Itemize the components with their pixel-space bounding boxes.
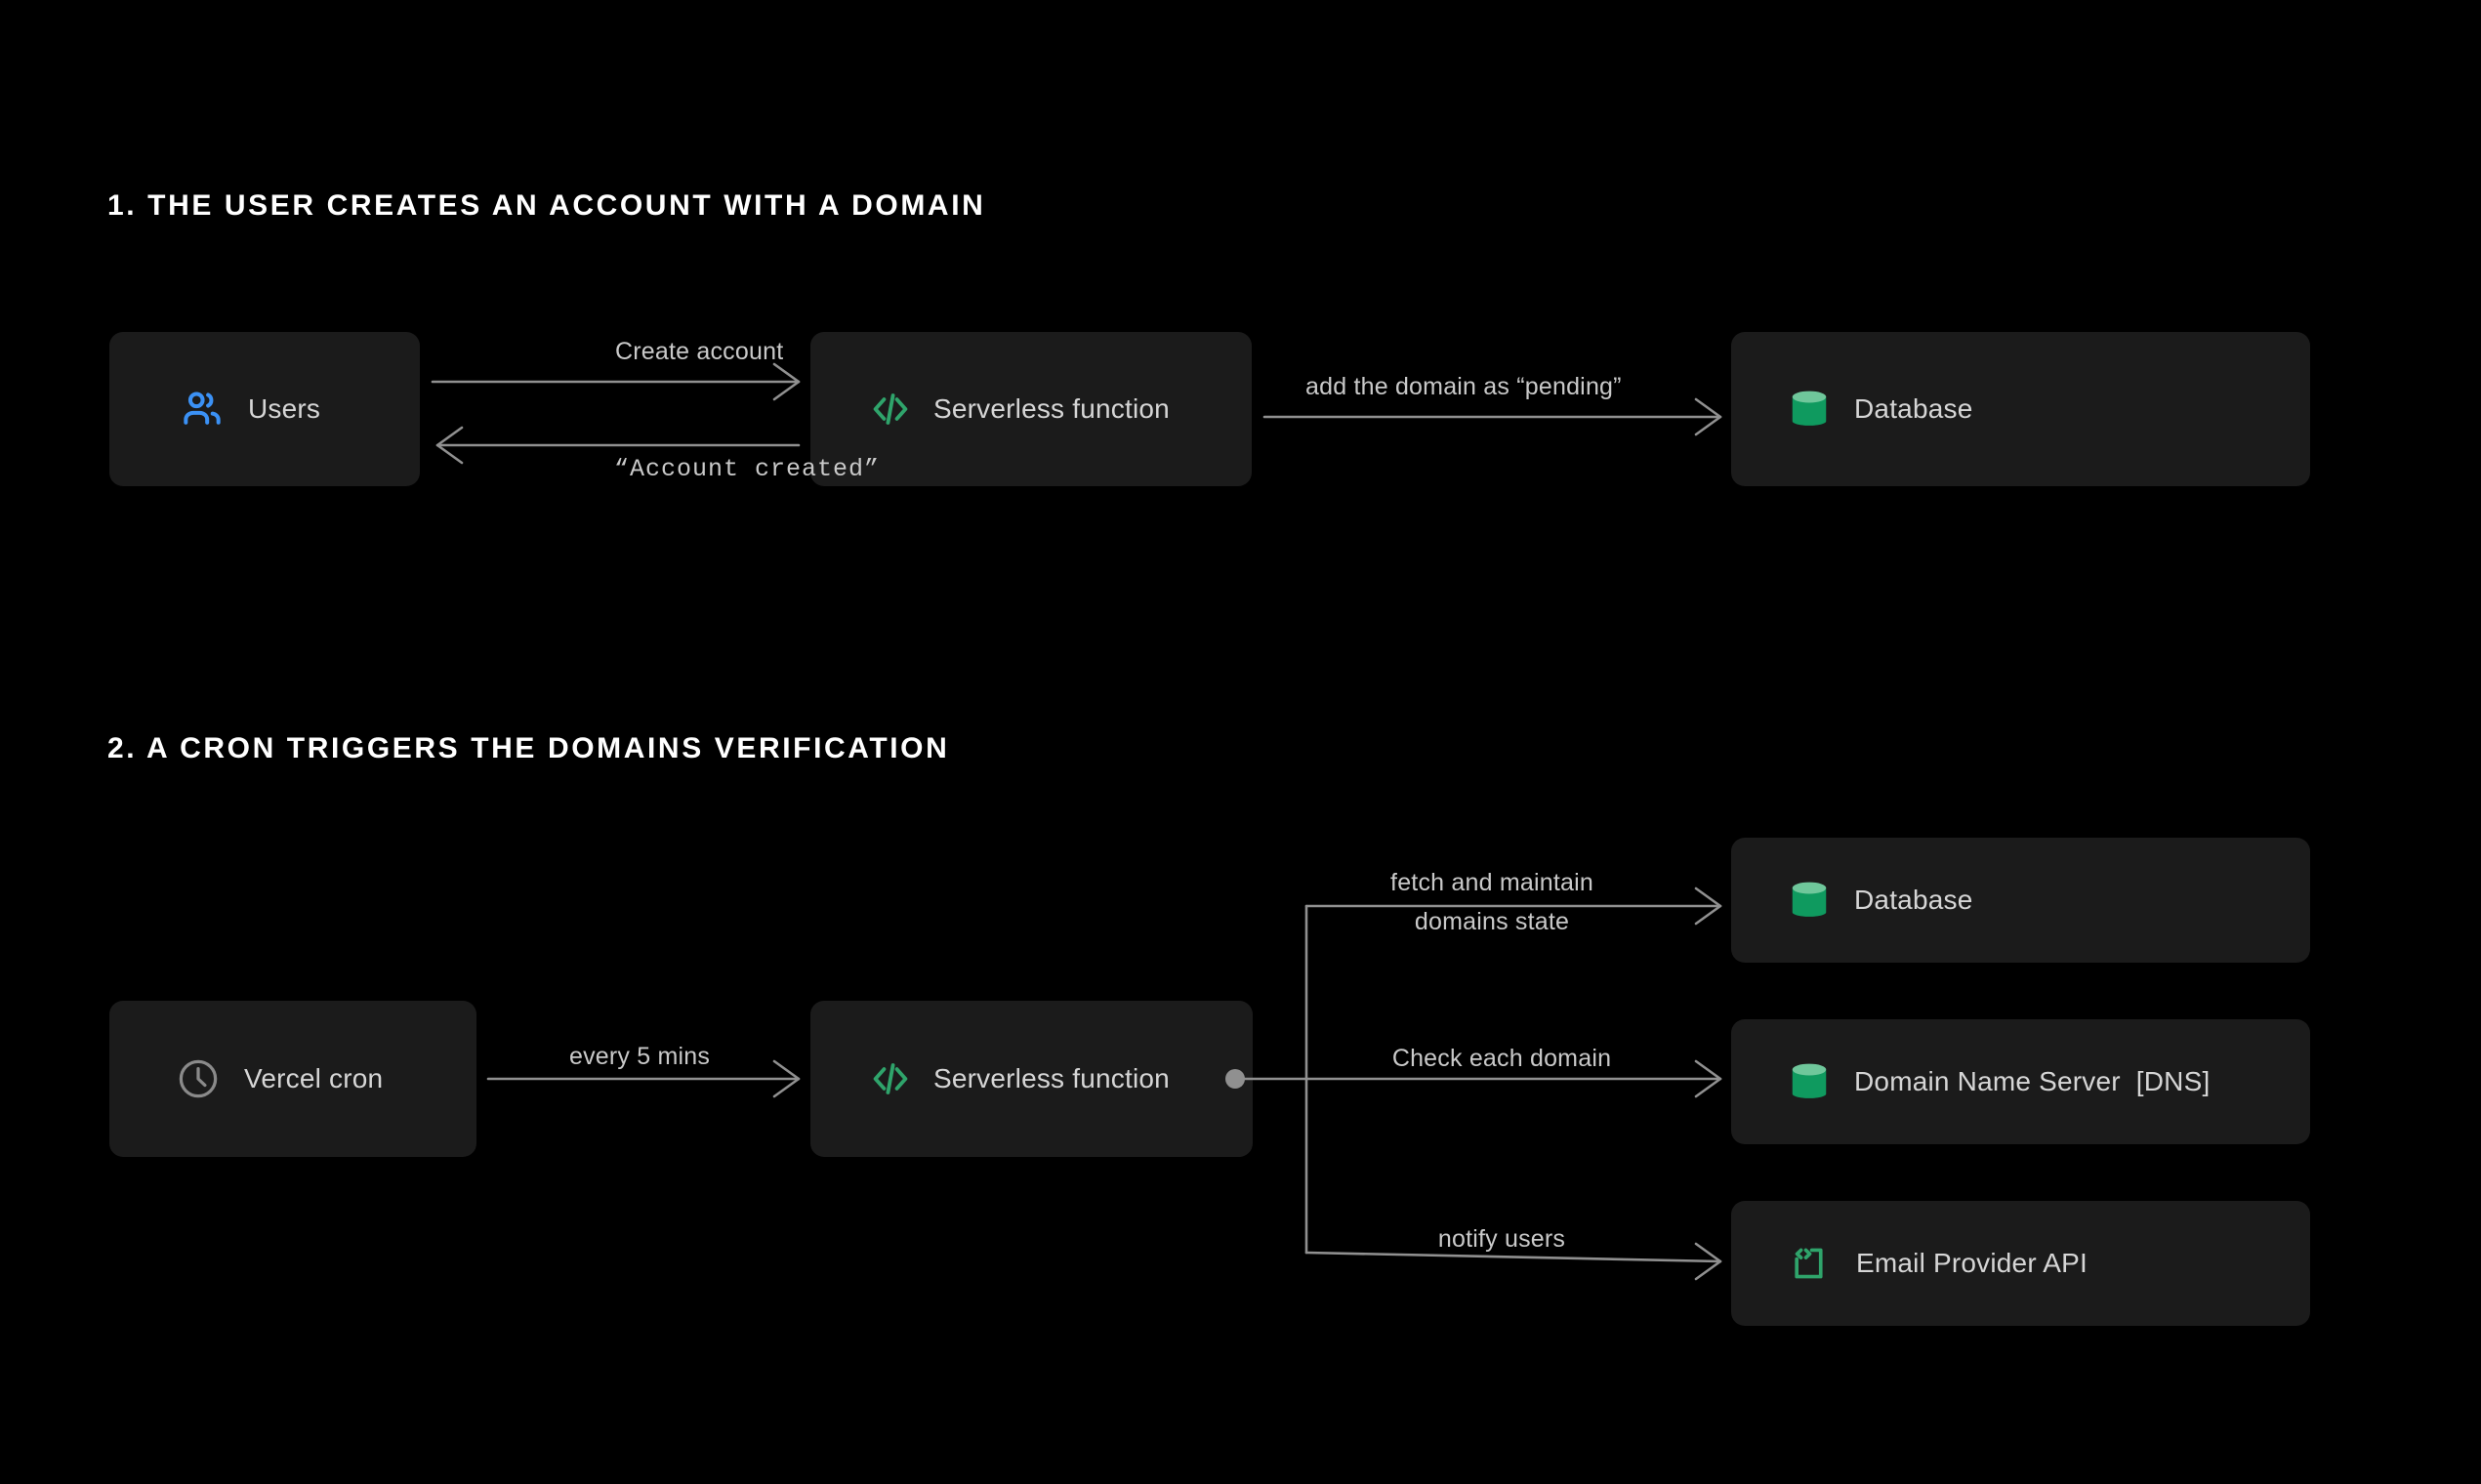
node-database-2[interactable]: Database (1731, 838, 2310, 963)
node-domain-name-server-label: Domain Name Server [DNS] (1854, 1066, 2211, 1096)
arrow-create-account-head (772, 362, 801, 401)
edge-label-add-domain-pending: add the domain as “pending” (1305, 373, 1622, 400)
edge-label-create-account: Create account (615, 338, 784, 365)
node-database-1[interactable]: Database (1731, 332, 2310, 486)
node-email-provider-api-label: Email Provider API (1856, 1248, 2088, 1278)
node-serverless-function-2[interactable]: Serverless function (810, 1001, 1253, 1157)
node-database-2-label: Database (1854, 885, 1973, 915)
arrow-every-5-mins-head (772, 1059, 801, 1098)
edge-label-fetch-and-maintain: fetch and maintain (1390, 869, 1593, 896)
arrow-add-domain-head (1694, 397, 1722, 436)
node-serverless-function-1-label: Serverless function (933, 393, 1170, 424)
code-brackets-icon (869, 1057, 912, 1100)
api-code-box-icon (1788, 1241, 1831, 1286)
arrow-notify-users-line (1304, 1251, 1722, 1263)
section-2-heading: 2. A CRON TRIGGERS THE DOMAINS VERIFICAT… (107, 732, 950, 764)
database-cylinder-icon (1788, 387, 1831, 432)
edge-label-account-created: “Account created” (614, 455, 881, 483)
node-database-1-label: Database (1854, 393, 1973, 424)
node-vercel-cron-label: Vercel cron (244, 1063, 384, 1093)
arrow-account-created-head (435, 426, 464, 465)
arrow-notify-users-head (1694, 1242, 1722, 1281)
node-users-label: Users (248, 393, 321, 424)
database-cylinder-icon (1788, 878, 1831, 923)
node-users[interactable]: Users (109, 332, 420, 486)
section-1-heading: 1. THE USER CREATES AN ACCOUNT WITH A DO… (107, 189, 986, 222)
arrow-check-domain-head (1694, 1059, 1722, 1098)
edge-label-every-5-mins: every 5 mins (569, 1043, 711, 1070)
database-cylinder-icon (1788, 1059, 1831, 1104)
node-vercel-cron[interactable]: Vercel cron (109, 1001, 476, 1157)
node-serverless-function-1[interactable]: Serverless function (810, 332, 1252, 486)
node-email-provider-api[interactable]: Email Provider API (1731, 1201, 2310, 1326)
node-domain-name-server[interactable]: Domain Name Server [DNS] (1731, 1019, 2310, 1144)
users-icon (180, 387, 225, 432)
clock-icon (176, 1056, 221, 1101)
edge-label-check-each-domain: Check each domain (1391, 1045, 1612, 1072)
edge-label-notify-users: notify users (1437, 1225, 1566, 1253)
arrow-fetch-head (1694, 886, 1722, 926)
edge-label-domains-state: domains state (1414, 908, 1570, 935)
code-brackets-icon (869, 388, 912, 431)
node-serverless-function-2-label: Serverless function (933, 1063, 1170, 1093)
